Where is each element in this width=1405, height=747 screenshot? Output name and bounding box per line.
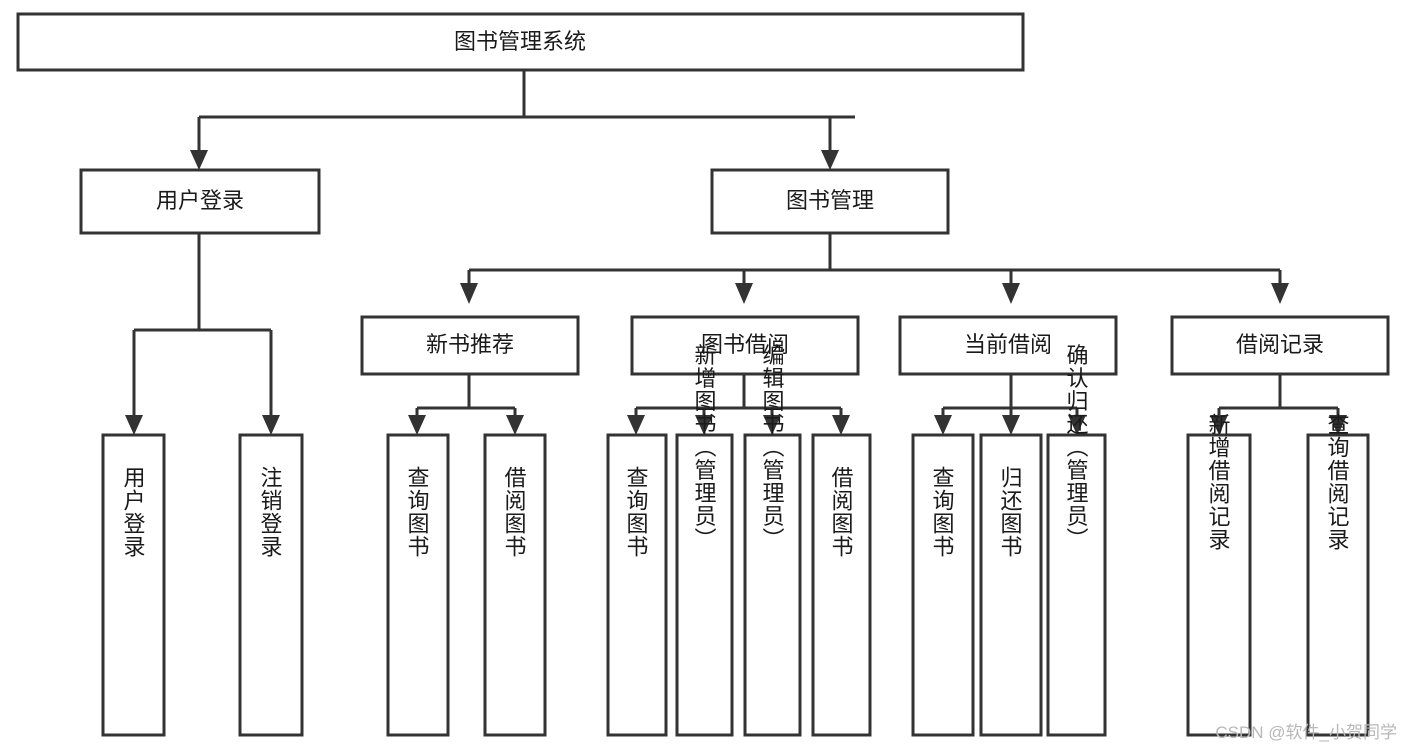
leaf-logout[interactable]: 注销登录 bbox=[238, 433, 304, 737]
node-root[interactable]: 图书管理系统 bbox=[16, 12, 1025, 72]
leaf-user-login-box[interactable] bbox=[101, 433, 166, 737]
node-root-label: 图书管理系统 bbox=[454, 29, 586, 54]
node-root-box[interactable] bbox=[16, 12, 1025, 72]
node-new-book-recommend[interactable]: 新书推荐 bbox=[360, 315, 580, 376]
leaf-borrow-book-new-box[interactable] bbox=[483, 433, 547, 737]
node-book-management[interactable]: 图书管理 bbox=[710, 168, 950, 235]
arrow-head-n3-4 bbox=[1271, 283, 1289, 304]
leaf-borrow-book-new[interactable]: 借阅图书 bbox=[483, 433, 547, 737]
arrow-head-l-2 bbox=[262, 415, 280, 435]
leaf-query-book-current-label: 查询图书 bbox=[930, 466, 955, 558]
connector-layer bbox=[125, 70, 1347, 435]
leaf-borrow-book-box[interactable] bbox=[811, 433, 872, 737]
node-current-borrow-box[interactable] bbox=[898, 315, 1118, 376]
node-current-borrow-label: 当前借阅 bbox=[964, 332, 1052, 357]
leaf-return-book-box[interactable] bbox=[979, 433, 1043, 737]
leaf-confirm-return-admin-box[interactable] bbox=[1046, 433, 1107, 737]
arrow-head-l-13 bbox=[1329, 415, 1347, 435]
leaf-confirm-return-admin[interactable]: 确认归还（管理员） bbox=[1046, 344, 1107, 737]
leaf-add-book-admin-box[interactable] bbox=[675, 433, 734, 737]
node-new-book-recommend-label: 新书推荐 bbox=[426, 332, 514, 357]
leaf-add-borrow-record-label: 新增借阅记录 bbox=[1206, 413, 1231, 551]
leaf-query-book-new[interactable]: 查询图书 bbox=[386, 433, 450, 737]
leaf-query-book-borrow[interactable]: 查询图书 bbox=[606, 433, 668, 737]
node-borrow-records-label: 借阅记录 bbox=[1236, 332, 1324, 357]
leaf-query-book-new-label: 查询图书 bbox=[405, 466, 430, 558]
arrow-head-l-9 bbox=[934, 415, 952, 435]
node-book-borrow-label: 图书借阅 bbox=[701, 332, 789, 357]
node-book-borrow[interactable]: 图书借阅 bbox=[630, 315, 860, 376]
arrow-head-l-4 bbox=[506, 415, 524, 435]
leaf-edit-book-admin-box[interactable] bbox=[743, 433, 802, 737]
arrow-head-l-1 bbox=[125, 415, 143, 435]
arrow-head-l-12 bbox=[1210, 415, 1228, 435]
leaf-edit-book-admin-label: 编辑图书（管理员） bbox=[760, 344, 785, 551]
leaf-logout-box[interactable] bbox=[238, 433, 304, 737]
leaf-borrow-book-new-label: 借阅图书 bbox=[502, 466, 527, 558]
leaf-query-book-borrow-label: 查询图书 bbox=[624, 466, 649, 558]
leaf-query-book-current-box[interactable] bbox=[911, 433, 975, 737]
arrow-head-n3-3 bbox=[1002, 283, 1020, 304]
leaf-user-login-label: 用户登录 bbox=[121, 466, 146, 558]
node-borrow-records-box[interactable] bbox=[1170, 315, 1390, 376]
leaf-user-login[interactable]: 用户登录 bbox=[101, 433, 166, 737]
leaf-borrow-book[interactable]: 借阅图书 bbox=[811, 433, 872, 737]
leaf-query-borrow-record[interactable]: 查询借阅记录 bbox=[1306, 413, 1370, 737]
leaf-return-book[interactable]: 归还图书 bbox=[979, 433, 1043, 737]
node-book-borrow-box[interactable] bbox=[630, 315, 860, 376]
node-borrow-records[interactable]: 借阅记录 bbox=[1170, 315, 1390, 376]
node-user-login-box[interactable] bbox=[79, 168, 321, 235]
leaf-confirm-return-admin-label: 确认归还（管理员） bbox=[1064, 344, 1089, 551]
leaf-add-borrow-record[interactable]: 新增借阅记录 bbox=[1186, 413, 1252, 737]
node-book-management-label: 图书管理 bbox=[786, 188, 874, 213]
leaf-edit-book-admin[interactable]: 编辑图书（管理员） bbox=[743, 344, 802, 737]
arrow-head-l-11 bbox=[1068, 415, 1086, 435]
leaf-add-book-admin-label: 新增图书（管理员） bbox=[692, 344, 717, 551]
leaf-query-borrow-record-box[interactable] bbox=[1306, 433, 1370, 737]
arrow-head-n3-2 bbox=[735, 283, 753, 304]
node-user-login[interactable]: 用户登录 bbox=[79, 168, 321, 235]
arrow-head-user-login bbox=[190, 150, 208, 170]
arrow-head-l-8 bbox=[832, 415, 850, 435]
arrow-head-l-3 bbox=[408, 415, 426, 435]
arrow-head-l-10 bbox=[1002, 415, 1020, 435]
leaf-query-borrow-record-label: 查询借阅记录 bbox=[1325, 413, 1350, 551]
watermark-label: CSDN @软件_小贺同学 bbox=[1215, 723, 1397, 742]
arrow-head-book-mgmt bbox=[821, 150, 839, 170]
node-new-book-recommend-box[interactable] bbox=[360, 315, 580, 376]
arrow-head-n3-1 bbox=[460, 283, 478, 304]
leaf-query-book-borrow-box[interactable] bbox=[606, 433, 668, 737]
leaf-add-borrow-record-box[interactable] bbox=[1186, 433, 1252, 737]
leaf-query-book-current[interactable]: 查询图书 bbox=[911, 433, 975, 737]
node-book-management-box[interactable] bbox=[710, 168, 950, 235]
node-user-login-label: 用户登录 bbox=[156, 188, 244, 213]
leaf-add-book-admin[interactable]: 新增图书（管理员） bbox=[675, 344, 734, 737]
leaf-query-book-new-box[interactable] bbox=[386, 433, 450, 737]
leaf-return-book-label: 归还图书 bbox=[998, 466, 1023, 558]
arrow-head-l-5 bbox=[627, 415, 645, 435]
arrow-head-l-7 bbox=[763, 415, 781, 435]
leaf-borrow-book-label: 借阅图书 bbox=[829, 466, 854, 558]
arrow-head-l-6 bbox=[695, 415, 713, 435]
leaf-logout-label: 注销登录 bbox=[258, 466, 283, 558]
node-current-borrow[interactable]: 当前借阅 bbox=[898, 315, 1118, 376]
